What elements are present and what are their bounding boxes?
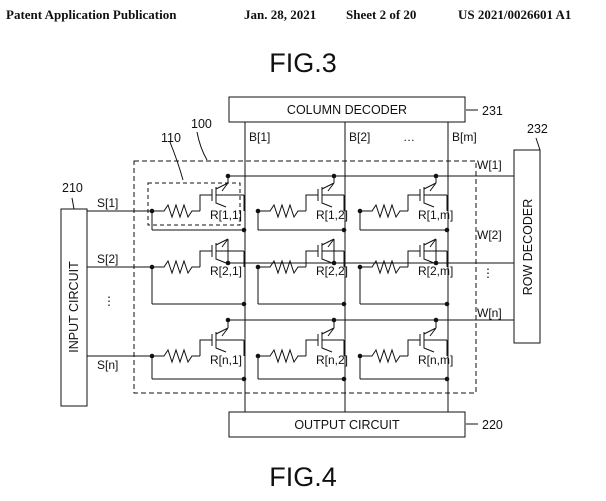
output-circuit-label: OUTPUT CIRCUIT	[294, 418, 400, 432]
resistor-icon	[152, 259, 200, 275]
junction-dot	[357, 264, 363, 270]
junction-dot	[255, 353, 261, 359]
junction-dot	[433, 260, 439, 266]
junction-dot	[225, 173, 231, 179]
cell-label: R[n,2]	[316, 353, 348, 367]
junction-dot	[241, 227, 247, 233]
memory-element-icon	[305, 182, 336, 211]
junction-dot	[225, 260, 231, 266]
junction-dot	[357, 353, 363, 359]
cell-label: R[n,m]	[418, 353, 453, 367]
memory-array-boundary	[133, 160, 477, 394]
junction-dot	[149, 208, 155, 214]
word-line-label: W[1]	[477, 158, 502, 172]
junction-dot	[225, 317, 231, 323]
resistor-icon	[360, 203, 408, 219]
cell-label: R[1,m]	[418, 208, 453, 222]
row-decoder-box	[513, 149, 541, 344]
memory-element-icon	[199, 238, 230, 267]
input-line-ellipsis: ⋮	[103, 294, 115, 308]
bit-line-label: B[1]	[249, 130, 270, 144]
cell-label: R[1,2]	[316, 208, 348, 222]
ref-column-decoder: 231	[482, 104, 503, 118]
resistor-icon	[152, 203, 200, 219]
fig3-caption: FIG.3	[269, 48, 337, 78]
bit-line-label: B[2]	[349, 130, 370, 144]
word-line-label: W[n]	[477, 306, 502, 320]
cell-label: R[2,2]	[316, 264, 348, 278]
fig4-caption: FIG.4	[269, 462, 337, 492]
resistor-icon	[360, 348, 408, 364]
input-line-label: S[n]	[97, 358, 118, 372]
junction-dot	[241, 376, 247, 382]
memory-element-icon	[407, 238, 438, 267]
junction-dot	[149, 264, 155, 270]
junction-dot	[331, 317, 337, 323]
resistor-icon	[360, 259, 408, 275]
input-circuit-label: INPUT CIRCUIT	[67, 261, 81, 353]
junction-dot	[341, 376, 347, 382]
junction-dot	[255, 264, 261, 270]
cell-110-boundary	[147, 182, 241, 226]
memory-element-icon	[199, 327, 230, 356]
junction-dot	[433, 173, 439, 179]
ref-input-circuit: 210	[62, 181, 83, 195]
word-line-label: W[2]	[477, 228, 502, 242]
ref-cell: 110	[161, 131, 181, 145]
junction-dot	[331, 173, 337, 179]
junction-dot	[255, 208, 261, 214]
resistor-icon	[258, 203, 306, 219]
output-circuit-box	[228, 411, 466, 438]
sheet-number: Sheet 2 of 20	[346, 7, 417, 22]
junction-dot	[444, 301, 450, 307]
memory-element-icon	[407, 327, 438, 356]
resistor-icon	[258, 259, 306, 275]
junction-dot	[433, 317, 439, 323]
ref-row-decoder: 232	[527, 122, 548, 136]
input-line-label: S[2]	[97, 252, 118, 266]
junction-dot	[331, 260, 337, 266]
input-line-label: S[1]	[97, 196, 118, 210]
junction-dot	[149, 353, 155, 359]
junction-dot	[444, 376, 450, 382]
ref-array: 100	[191, 117, 212, 131]
cell-label: R[2,1]	[210, 264, 242, 278]
junction-dot	[241, 301, 247, 307]
patent-number: US 2021/0026601 A1	[458, 7, 572, 22]
junction-dot	[357, 208, 363, 214]
memory-element-icon	[199, 182, 230, 211]
junction-dot	[341, 301, 347, 307]
junction-dot	[341, 227, 347, 233]
resistor-icon	[152, 348, 200, 364]
memory-element-icon	[407, 182, 438, 211]
column-decoder-box	[228, 96, 466, 123]
cell-label: R[2,m]	[418, 264, 453, 278]
input-circuit-box	[60, 208, 88, 407]
word-line-ellipsis: ⋮	[482, 266, 494, 280]
junction-dot	[444, 227, 450, 233]
row-decoder-label: ROW DECODER	[521, 199, 535, 296]
ref-output-circuit: 220	[482, 418, 503, 432]
cell-label: R[n,1]	[210, 353, 242, 367]
bit-line-label: B[m]	[452, 130, 477, 144]
publication-date: Jan. 28, 2021	[244, 7, 317, 22]
publication-label: Patent Application Publication	[6, 7, 177, 22]
bit-line-ellipsis: …	[403, 130, 415, 144]
memory-element-icon	[305, 238, 336, 267]
memory-element-icon	[305, 327, 336, 356]
column-decoder-label: COLUMN DECODER	[287, 103, 407, 117]
cell-label: R[1,1]	[210, 208, 242, 222]
resistor-icon	[258, 348, 306, 364]
